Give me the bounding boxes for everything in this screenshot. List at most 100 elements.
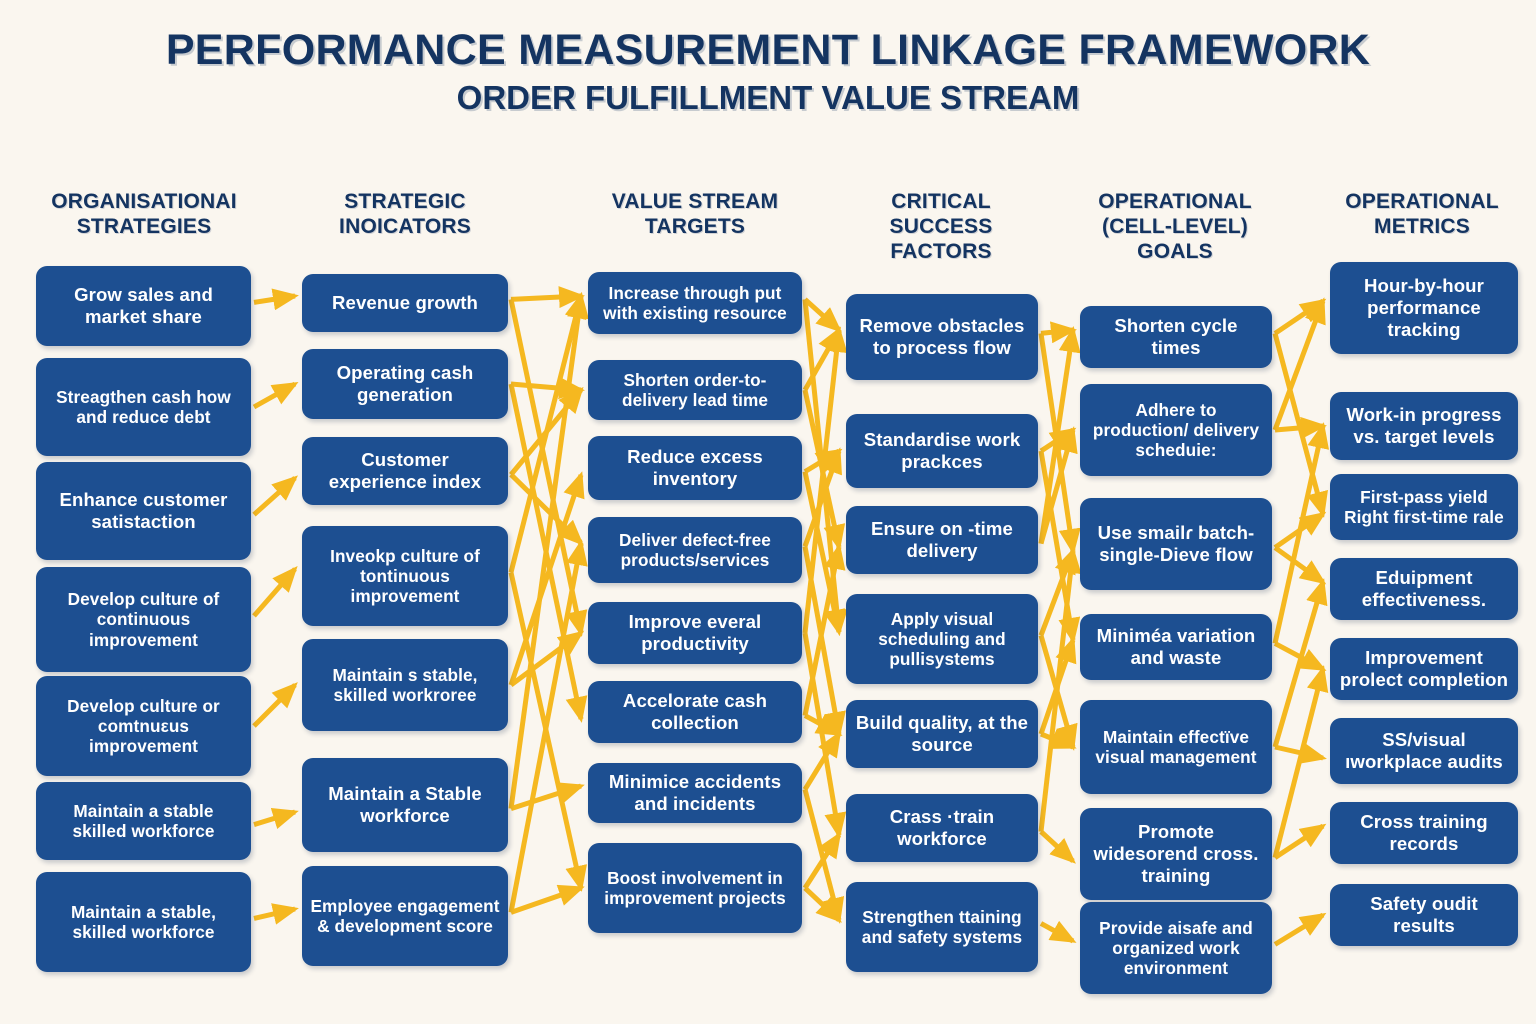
node-strategic-indicators-6[interactable]: Employee engagement & development score: [302, 866, 508, 966]
node-label: Build quality, at the source: [855, 712, 1029, 755]
node-label: Improvement prolect completion: [1339, 647, 1509, 690]
flow-arrow: [510, 782, 585, 811]
node-value-stream-targets-5[interactable]: Accelorate cash collection: [588, 681, 802, 743]
node-label: Eduipment effectiveness.: [1361, 567, 1487, 610]
node-value-stream-targets-2[interactable]: Reduce excess inventory: [588, 436, 802, 500]
node-operational-metrics-4[interactable]: Improvement prolect completion: [1330, 638, 1518, 700]
node-label: Shorten order-to-delivery lead time: [621, 369, 769, 410]
flow-arrow: [509, 386, 584, 477]
node-label: Remove obstacles to process flow: [859, 315, 1025, 358]
column-header-value-stream-targets: VALUE STREAM TARGETS: [611, 190, 779, 238]
flow-arrow: [1040, 728, 1077, 750]
node-operational-cell-level-goals-6[interactable]: Provide aisafe and organized work enviro…: [1080, 902, 1272, 994]
node-strategic-indicators-1[interactable]: Operating cash generation: [302, 349, 508, 419]
flow-arrow: [1038, 333, 1081, 555]
node-operational-metrics-0[interactable]: Hour-by-hour performance tracking: [1330, 262, 1518, 354]
node-label: Minimice accidents and incidents: [608, 771, 782, 814]
flow-arrow: [1272, 665, 1329, 859]
node-label: Develop culture of continuous improvemen…: [67, 589, 220, 650]
node-label: Customer experience index: [328, 449, 482, 492]
flow-arrow: [802, 326, 848, 634]
node-operational-cell-level-goals-3[interactable]: Miniméa variation and waste: [1080, 614, 1272, 680]
node-organisational-strategies-5[interactable]: Maintain a stable skilled workforce: [36, 782, 251, 860]
node-operational-cell-level-goals-4[interactable]: Maintain effectïve visual management: [1080, 700, 1272, 794]
node-critical-success-factors-3[interactable]: Apply visual scheduling and pullisystems: [846, 594, 1038, 684]
flow-arrow: [802, 299, 848, 636]
flow-arrow: [253, 903, 299, 925]
node-critical-success-factors-5[interactable]: Crass ·train workforce: [846, 794, 1038, 862]
node-label: Adhere to production/ delivery scheduie:: [1092, 399, 1260, 461]
node-operational-metrics-1[interactable]: Work-in progress vs. target levels: [1330, 392, 1518, 460]
flow-arrow: [508, 539, 588, 913]
node-strategic-indicators-5[interactable]: Maintain a Stable workforce: [302, 758, 508, 852]
flow-arrow: [1040, 321, 1077, 344]
flow-arrow: [1038, 450, 1081, 644]
node-label: Operating cash generation: [336, 362, 474, 405]
node-value-stream-targets-4[interactable]: Improve everal productivity: [588, 602, 802, 664]
flow-arrow: [508, 298, 588, 637]
node-label: Shorten cycle times: [1114, 315, 1238, 358]
flow-arrow: [803, 448, 843, 474]
node-strategic-indicators-0[interactable]: Revenue growth: [302, 274, 508, 332]
flow-arrow: [252, 475, 298, 517]
flow-arrow: [1272, 422, 1329, 644]
node-label: Standardise work prackces: [863, 429, 1021, 472]
node-label: Grow sales and market share: [74, 284, 213, 327]
flow-arrow: [1273, 641, 1327, 672]
node-label: Ensure on -time delivery: [870, 518, 1013, 561]
flow-arrow: [509, 472, 584, 546]
flow-arrow: [1038, 547, 1076, 637]
node-value-stream-targets-7[interactable]: Boost involvement in improvement project…: [588, 843, 802, 933]
flow-arrow: [1272, 332, 1328, 518]
flow-arrow: [510, 377, 585, 400]
node-organisational-strategies-3[interactable]: Develop culture of continuous improvemen…: [36, 567, 251, 672]
node-label: First-pass yield Right first-time rale: [1344, 486, 1504, 527]
flow-arrow: [1274, 416, 1327, 439]
node-operational-metrics-7[interactable]: Safety oudit results: [1330, 884, 1518, 946]
flow-arrow: [1272, 578, 1328, 748]
flow-arrow: [802, 730, 842, 791]
node-label: Strengthen ttaining and safety systems: [861, 906, 1023, 947]
node-operational-cell-level-goals-5[interactable]: Promote widesorend cross. training: [1080, 808, 1272, 900]
node-strategic-indicators-2[interactable]: Customer experience index: [302, 437, 508, 505]
node-label: Improve everal productivity: [628, 611, 762, 654]
node-organisational-strategies-2[interactable]: Enhance customer satistaction: [36, 462, 251, 560]
flow-arrow: [1273, 511, 1327, 550]
node-operational-cell-level-goals-2[interactable]: Use smailɾ batch-single-Dieve flow: [1080, 498, 1272, 590]
flow-arrow: [1038, 426, 1078, 545]
node-operational-cell-level-goals-0[interactable]: Shorten cycle times: [1080, 306, 1272, 368]
node-critical-success-factors-2[interactable]: Ensure on -time delivery: [846, 506, 1038, 574]
node-organisational-strategies-6[interactable]: Maintain a stable, skilled workforce: [36, 872, 251, 972]
flow-arrow: [1273, 298, 1327, 336]
node-value-stream-targets-6[interactable]: Minimice accidents and incidents: [588, 763, 802, 823]
node-value-stream-targets-3[interactable]: Deliver defect-free products/services: [588, 517, 802, 583]
flow-arrow: [1273, 823, 1327, 860]
node-organisational-strategies-0[interactable]: Grow sales and market share: [36, 266, 251, 346]
node-critical-success-factors-0[interactable]: Remove obstacles to process flow: [846, 294, 1038, 380]
column-header-strategic-indicators: STRATEGIC INOICATORS: [339, 190, 471, 238]
node-operational-metrics-6[interactable]: Cross training records: [1330, 802, 1518, 864]
node-organisational-strategies-1[interactable]: Streagthen cash how and reduce debt: [36, 358, 251, 456]
flow-arrow: [802, 543, 846, 717]
node-operational-metrics-5[interactable]: SS/visual ıworkplace audits: [1330, 718, 1518, 784]
node-critical-success-factors-1[interactable]: Standardise work prackces: [846, 414, 1038, 488]
node-organisational-strategies-4[interactable]: Develop culture or comtnuεus improvement: [36, 676, 251, 776]
node-strategic-indicators-3[interactable]: Inveokp culture of tontinuous improvemen…: [302, 526, 508, 626]
node-operational-metrics-2[interactable]: First-pass yield Right first-time rale: [1330, 474, 1518, 540]
flow-arrow: [802, 831, 842, 890]
flow-arrow: [252, 565, 298, 618]
node-value-stream-targets-1[interactable]: Shorten order-to-delivery lead time: [588, 360, 802, 420]
node-operational-metrics-3[interactable]: Eduipment effectiveness.: [1330, 558, 1518, 620]
flow-arrow: [508, 292, 589, 809]
node-label: Boost involvement in improvement project…: [604, 867, 786, 908]
node-label: Maintain a stable skilled workforce: [72, 800, 215, 841]
node-critical-success-factors-6[interactable]: Strengthen ttaining and safety systems: [846, 882, 1038, 972]
node-label: Crass ·train workforce: [889, 806, 995, 849]
node-label: Maintain s stable, skilled workroree: [332, 664, 478, 705]
node-value-stream-targets-0[interactable]: Increase through put with existing resou…: [588, 272, 802, 334]
node-critical-success-factors-4[interactable]: Build quality, at the source: [846, 700, 1038, 768]
node-operational-cell-level-goals-1[interactable]: Adhere to production/ delivery scheduie:: [1080, 384, 1272, 476]
flow-arrow: [1039, 920, 1077, 944]
node-strategic-indicators-4[interactable]: Maintain s stable, skilled workroree: [302, 639, 508, 731]
